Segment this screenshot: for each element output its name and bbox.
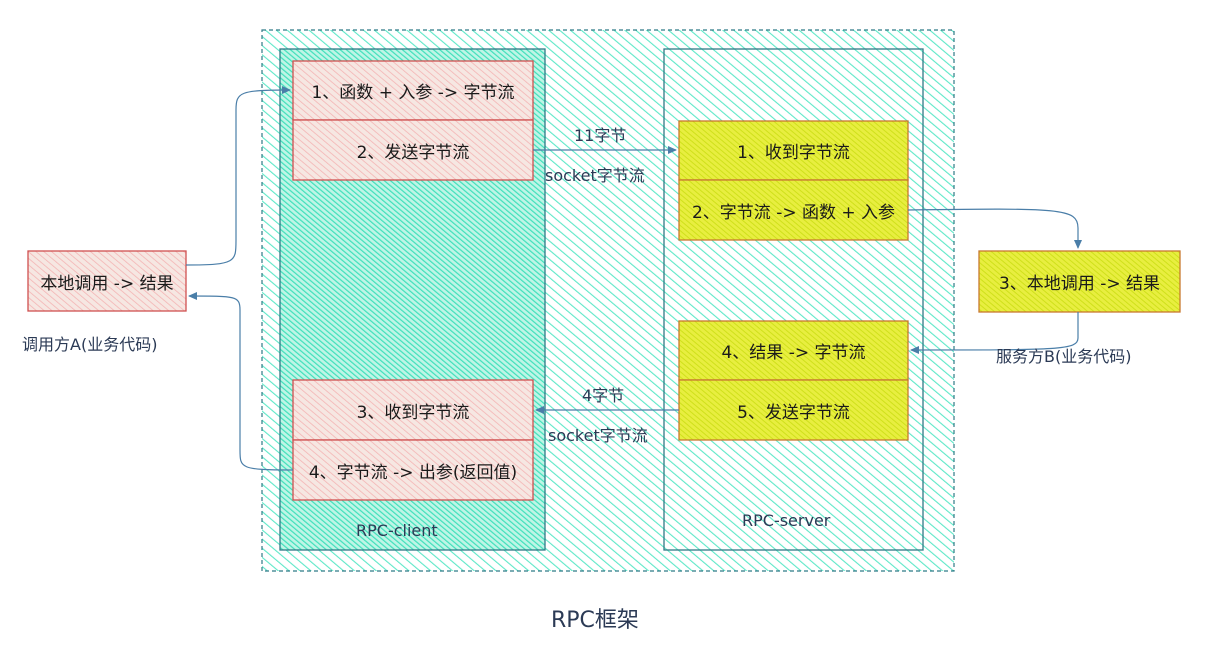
server-step-4-box [678, 320, 909, 381]
server-step-5-box [678, 379, 909, 441]
client-step-2: 2、发送字节流 [356, 142, 470, 163]
response-label-bytes: 4字节 [582, 386, 625, 405]
client-step-3-box [292, 379, 534, 441]
callee-box-text: 3、本地调用 -> 结果 [998, 274, 1160, 294]
response-label-socket: socket字节流 [548, 426, 648, 445]
arrow-callee-to-server [910, 312, 1079, 354]
callee-box [978, 250, 1181, 313]
server-step-4: 4、结果 -> 字节流 [721, 343, 866, 363]
request-label-bytes: 11字节 [574, 126, 627, 145]
client-step-1-box [292, 60, 534, 121]
client-step-4: 4、字节流 -> 出参(返回值) [308, 462, 518, 483]
caller-box-text: 本地调用 -> 结果 [40, 273, 174, 294]
client-step-1: 1、函数 + 入参 -> 字节流 [311, 83, 515, 103]
server-step-2: 2、字节流 -> 函数 + 入参 [691, 202, 896, 223]
arrow-caller-to-client [185, 86, 291, 266]
server-step-1-box [678, 120, 909, 181]
client-title: RPC-client [356, 521, 438, 540]
client-step-3: 3、收到字节流 [356, 402, 470, 423]
arrow-client-to-caller [188, 292, 294, 471]
request-label-socket: socket字节流 [545, 166, 645, 185]
caller-label: 调用方A(业务代码) [22, 335, 158, 354]
callee-label: 服务方B(业务代码) [996, 347, 1132, 366]
arrow-server-to-callee [907, 208, 1082, 249]
server-step-1: 1、收到字节流 [737, 143, 850, 163]
caller-box [27, 250, 187, 312]
client-step-2-box [292, 119, 534, 181]
framework-title: RPC框架 [551, 608, 639, 633]
server-title: RPC-server [742, 511, 831, 530]
server-step-5: 5、发送字节流 [737, 402, 850, 423]
